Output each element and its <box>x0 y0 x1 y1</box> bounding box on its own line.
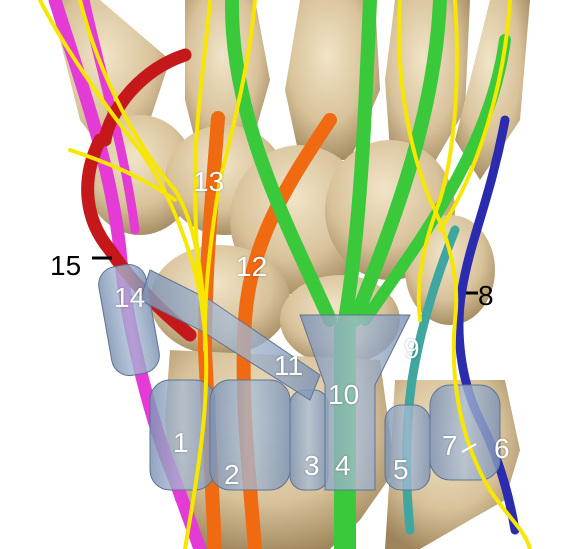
label-8: 8 <box>478 280 494 311</box>
leader-lines-light <box>461 443 477 453</box>
label-5: 5 <box>393 454 409 485</box>
nerve-radial-a <box>38 0 209 549</box>
label-1: 1 <box>173 427 189 458</box>
label-6: 6 <box>494 433 510 464</box>
label-14: 14 <box>114 282 146 313</box>
metacarpal-bone-3 <box>285 0 380 160</box>
leader-line-7 <box>461 443 477 453</box>
tendon-sheaths <box>98 264 501 491</box>
label-12: 12 <box>236 251 268 282</box>
label-13: 13 <box>193 166 225 197</box>
leader-lines <box>92 256 478 295</box>
green-tendon-index <box>224 0 337 327</box>
label-2: 2 <box>224 459 240 490</box>
blue-tendon-path <box>454 115 520 535</box>
nerve-radial-c <box>68 148 177 202</box>
nerve-median-b <box>203 0 257 332</box>
sheath-11 <box>139 269 321 401</box>
label-3: 3 <box>304 450 320 481</box>
label-7: 7 <box>442 430 458 461</box>
nerve-radial-b <box>78 0 207 352</box>
label-4: 4 <box>335 450 351 481</box>
nerve-ulnar-c <box>438 0 512 232</box>
green-tendon-ring <box>348 0 447 327</box>
nerve-ulnar-b <box>416 0 459 322</box>
label-9: 9 <box>404 333 420 364</box>
sheath-10-funnel <box>299 314 411 491</box>
green-tendon-little <box>359 34 511 326</box>
label-10: 10 <box>328 379 360 410</box>
label-11: 11 <box>274 350 304 381</box>
red-artery-upper-arc <box>98 48 192 147</box>
yellow-nerves <box>38 0 532 549</box>
sheath-2 <box>209 379 291 491</box>
nerve-median-a <box>192 0 212 332</box>
blue-tendon <box>454 115 520 535</box>
nerve-ulnar-a <box>397 0 532 549</box>
green-tendon-middle <box>338 0 377 327</box>
label-15: 15 <box>50 250 82 281</box>
